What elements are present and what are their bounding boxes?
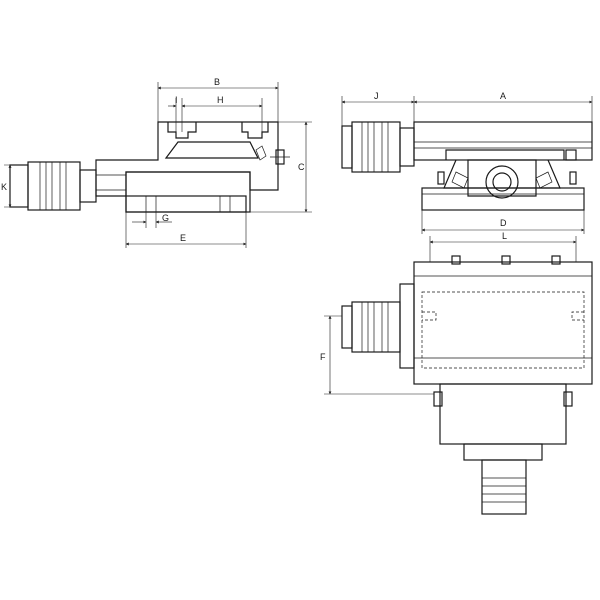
side-view: B I H C K G — [1, 77, 312, 248]
side-view-body — [95, 121, 290, 213]
dim-label-F: F — [320, 352, 326, 362]
top-view-body — [413, 255, 593, 515]
dim-label-A: A — [500, 91, 506, 101]
dim-label-D: D — [500, 218, 507, 228]
dim-label-K: K — [1, 182, 7, 192]
dim-label-H: H — [217, 95, 224, 105]
front-view-body — [413, 121, 593, 211]
front-view-handwheel — [341, 121, 415, 173]
top-view-dimensions: L F — [320, 231, 577, 395]
front-view-dimensions: J A D — [341, 91, 593, 234]
top-view: L F — [320, 231, 593, 515]
side-view-handwheel — [9, 161, 97, 211]
dim-label-I: I — [175, 95, 178, 105]
side-view-dimensions: B I H C K G — [1, 77, 312, 248]
top-view-handwheel — [341, 283, 415, 369]
dim-label-J: J — [374, 91, 379, 101]
dim-label-L: L — [502, 231, 507, 241]
dim-label-G: G — [162, 213, 169, 223]
dim-label-B: B — [214, 77, 220, 87]
front-view: J A D — [341, 91, 593, 234]
dim-label-E: E — [180, 233, 186, 243]
dim-label-C: C — [298, 162, 305, 172]
